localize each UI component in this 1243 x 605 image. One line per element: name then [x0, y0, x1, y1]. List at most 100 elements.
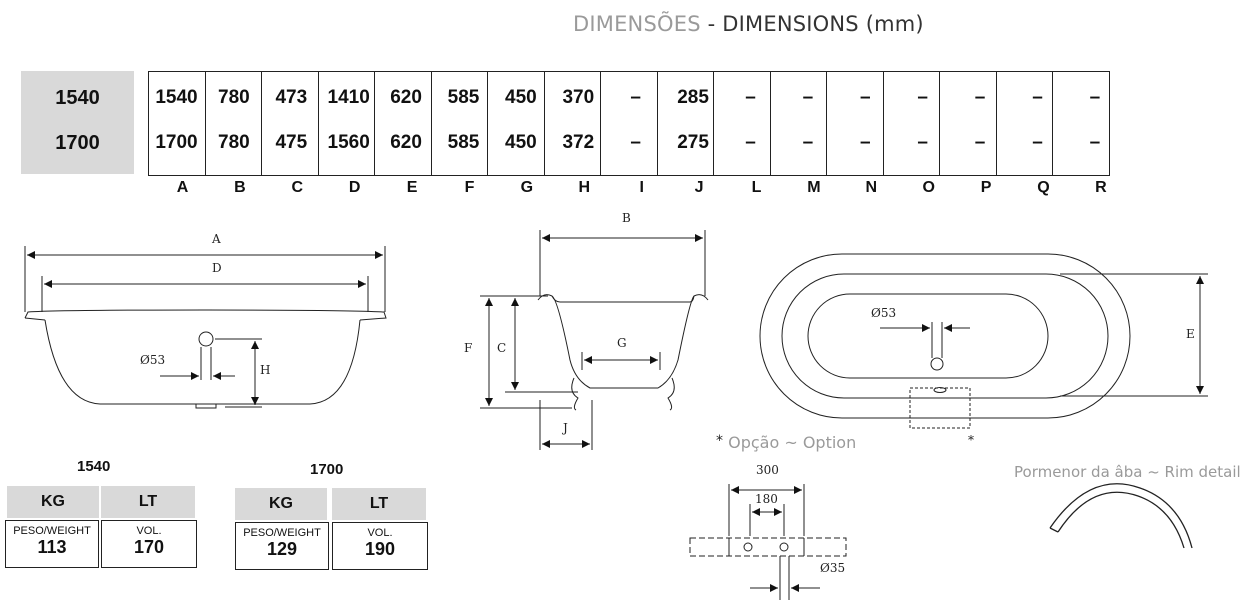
dimension-value: – — [1089, 132, 1101, 153]
title-pt: DIMENSÕES — [573, 12, 701, 36]
weight-cell-1700: PESO/WEIGHT 129 — [235, 522, 329, 570]
dimension-column — [430, 71, 488, 176]
column-letter: E — [406, 179, 418, 196]
lt-header-1700: LT — [332, 488, 426, 520]
kg-header-1700: KG — [235, 488, 327, 520]
column-letter: J — [694, 179, 704, 196]
column-letter: L — [751, 179, 762, 196]
front-view — [480, 230, 709, 450]
option-text: Opção ~ Option — [728, 433, 857, 452]
volume-label: VOL. — [136, 525, 162, 537]
dimension-column — [656, 71, 714, 176]
dimension-column — [826, 71, 884, 176]
dimension-column — [713, 71, 771, 176]
dimension-value: 1540 — [155, 87, 198, 108]
column-letter: P — [980, 179, 992, 196]
volume-cell-1540: VOL. 170 — [101, 520, 197, 568]
top-view — [759, 253, 1208, 429]
model-label-1540: 1540 — [55, 87, 100, 109]
dimension-column — [600, 71, 658, 176]
title-separator: - — [707, 12, 716, 36]
page-title: DIMENSÕES - DIMENSIONS (mm) — [573, 12, 924, 36]
dimension-value: – — [1032, 87, 1043, 108]
dimension-value: – — [860, 132, 871, 153]
column-letter: Q — [1037, 179, 1050, 196]
weight-cell-1540: PESO/WEIGHT 113 — [5, 520, 99, 568]
dimension-column — [543, 71, 601, 176]
dimension-value: 372 — [562, 132, 595, 153]
column-letter: B — [234, 179, 246, 196]
dimension-value: – — [802, 132, 814, 153]
column-letter: N — [865, 179, 878, 196]
dimension-value: 285 — [677, 87, 709, 108]
dimension-column — [769, 71, 827, 176]
model-label-1700: 1700 — [55, 132, 100, 154]
dimension-column — [487, 71, 545, 176]
dimension-value: 1560 — [327, 132, 370, 153]
detail-label-35: Ø35 — [820, 561, 845, 575]
dimension-value: – — [917, 132, 928, 153]
top-label-star: * — [968, 433, 974, 447]
option-detail — [689, 484, 847, 600]
title-en: DIMENSIONS (mm) — [722, 12, 924, 36]
volume-value-1540: 170 — [133, 537, 165, 557]
front-label-C: C — [497, 341, 506, 355]
column-letter: I — [639, 179, 644, 196]
side-label-H: H — [260, 363, 270, 377]
dimension-value: – — [630, 132, 641, 153]
weight-table-title-1700: 1700 — [310, 461, 344, 478]
dimension-value: 780 — [218, 132, 250, 153]
detail-label-300: 300 — [756, 463, 779, 477]
top-label-drain: Ø53 — [871, 306, 896, 320]
dimension-value: 450 — [505, 132, 537, 153]
dimension-value: – — [802, 87, 814, 108]
dimension-value: 585 — [447, 132, 480, 153]
dimension-value: – — [745, 132, 756, 153]
weight-label: PESO/WEIGHT — [243, 527, 321, 539]
dimension-column — [995, 71, 1053, 176]
dimension-value: – — [630, 87, 641, 108]
weight-label: PESO/WEIGHT — [13, 525, 91, 537]
dimension-column — [148, 71, 206, 176]
dimension-value: 585 — [447, 87, 480, 108]
dimension-value: 620 — [390, 87, 422, 108]
volume-cell-1700: VOL. 190 — [332, 522, 428, 570]
column-letter: R — [1095, 179, 1107, 196]
dimension-value: – — [1032, 132, 1043, 153]
top-label-E: E — [1186, 327, 1195, 341]
dimension-value: 780 — [218, 87, 250, 108]
dimensions-table — [148, 71, 1110, 176]
weight-value-1700: 129 — [266, 539, 298, 559]
dimension-column — [882, 71, 940, 176]
dimension-value: – — [974, 132, 986, 153]
dimension-value: – — [860, 87, 871, 108]
dimension-column — [1052, 71, 1110, 176]
kg-header-1540: KG — [7, 486, 99, 518]
side-label-D: D — [212, 261, 222, 275]
dimension-value: 473 — [275, 87, 308, 108]
rim-detail-note: Pormenor da âba ~ Rim detail — [1014, 463, 1241, 481]
weight-value-1540: 113 — [37, 537, 67, 557]
volume-value-1700: 190 — [364, 539, 396, 559]
column-letter: H — [578, 179, 591, 196]
dimension-value: – — [1089, 87, 1101, 108]
dimension-value: 620 — [390, 132, 422, 153]
rim-detail — [1049, 483, 1193, 549]
dimension-value: 1410 — [327, 87, 370, 108]
lt-header-1540: LT — [101, 486, 195, 518]
dimension-value: – — [917, 87, 928, 108]
option-star: * — [716, 433, 723, 449]
dimension-value: 450 — [505, 87, 537, 108]
column-letter: O — [922, 179, 935, 196]
front-label-F: F — [464, 341, 472, 355]
dimension-value: 275 — [677, 132, 709, 153]
dimension-value: 1700 — [155, 132, 198, 153]
front-label-G: G — [617, 336, 627, 350]
front-label-B: B — [622, 211, 631, 225]
detail-label-180: 180 — [755, 492, 778, 506]
dimension-column — [939, 71, 997, 176]
side-view — [24, 246, 387, 409]
column-letter: F — [464, 179, 475, 196]
column-letter: D — [348, 179, 361, 196]
